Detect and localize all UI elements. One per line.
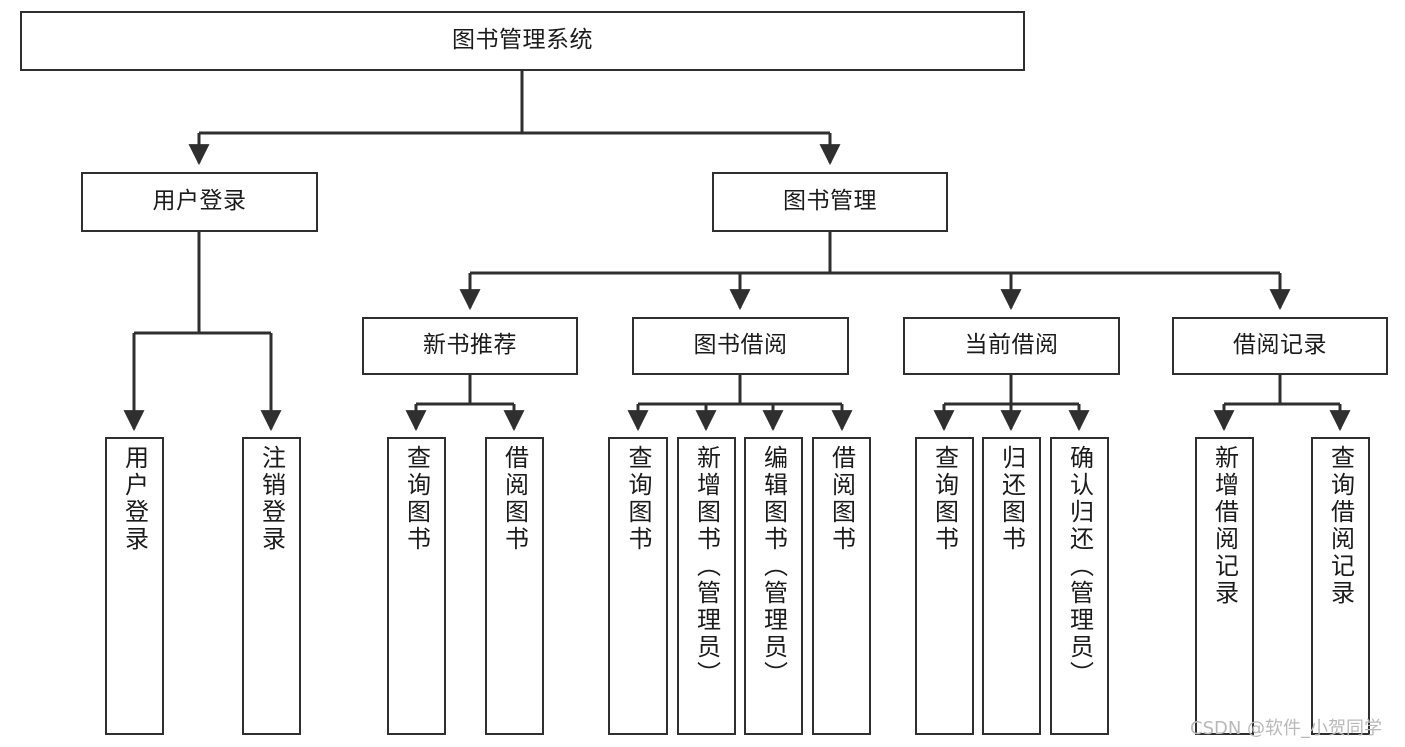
node-user-login-label: 用户登录 (152, 188, 247, 215)
node-borrow-record[interactable]: 借阅记录 (1172, 317, 1388, 375)
node-current-borrow-label: 当前借阅 (964, 332, 1059, 359)
node-leaf-return-book[interactable]: 归还图书 (982, 437, 1041, 735)
node-leaf-add-book[interactable]: 新增图书（管理员） (677, 437, 736, 735)
node-leaf-return-book-label: 归还图书 (997, 445, 1026, 553)
node-leaf-query-record[interactable]: 查询借阅记录 (1311, 437, 1370, 735)
node-current-borrow[interactable]: 当前借阅 (903, 317, 1120, 375)
node-leaf-user-login-label: 用户登录 (120, 445, 149, 553)
node-leaf-query-book-2-label: 查询图书 (624, 445, 652, 553)
node-book-manage-label: 图书管理 (783, 188, 877, 215)
node-leaf-borrow-book-1[interactable]: 借阅图书 (485, 437, 544, 735)
node-leaf-query-book-1[interactable]: 查询图书 (387, 437, 446, 735)
node-root[interactable]: 图书管理系统 (20, 11, 1025, 71)
node-user-login[interactable]: 用户登录 (81, 172, 318, 232)
node-leaf-logout-label: 注销登录 (257, 445, 286, 553)
node-leaf-edit-book[interactable]: 编辑图书（管理员） (744, 437, 803, 735)
node-leaf-confirm-return[interactable]: 确认归还（管理员） (1050, 437, 1109, 735)
node-book-manage[interactable]: 图书管理 (712, 172, 948, 232)
node-leaf-borrow-book-2[interactable]: 借阅图书 (812, 437, 871, 735)
node-leaf-edit-book-label: 编辑图书（管理员） (759, 445, 788, 688)
node-leaf-add-record[interactable]: 新增借阅记录 (1195, 437, 1254, 735)
node-leaf-borrow-book-2-label: 借阅图书 (827, 445, 856, 553)
node-root-label: 图书管理系统 (452, 27, 593, 54)
node-leaf-borrow-book-1-label: 借阅图书 (500, 445, 529, 553)
node-new-book-recommend[interactable]: 新书推荐 (362, 317, 578, 375)
node-book-borrow[interactable]: 图书借阅 (632, 317, 849, 375)
node-borrow-record-label: 借阅记录 (1233, 332, 1327, 359)
node-leaf-query-book-1-label: 查询图书 (402, 445, 431, 553)
node-leaf-query-book-3[interactable]: 查询图书 (915, 437, 974, 735)
node-new-book-recommend-label: 新书推荐 (423, 332, 517, 359)
node-leaf-add-book-label: 新增图书（管理员） (692, 445, 721, 688)
node-leaf-logout[interactable]: 注销登录 (242, 437, 301, 735)
node-leaf-confirm-return-label: 确认归还（管理员） (1065, 445, 1094, 688)
node-leaf-query-book-2[interactable]: 查询图书 (608, 437, 668, 735)
node-book-borrow-label: 图书借阅 (693, 332, 788, 359)
node-leaf-query-book-3-label: 查询图书 (930, 445, 959, 553)
node-leaf-add-record-label: 新增借阅记录 (1210, 445, 1239, 607)
csdn-watermark: CSDN @软件_小贺同学 (1190, 718, 1383, 739)
node-leaf-query-record-label: 查询借阅记录 (1326, 445, 1355, 607)
node-leaf-user-login[interactable]: 用户登录 (105, 437, 164, 735)
